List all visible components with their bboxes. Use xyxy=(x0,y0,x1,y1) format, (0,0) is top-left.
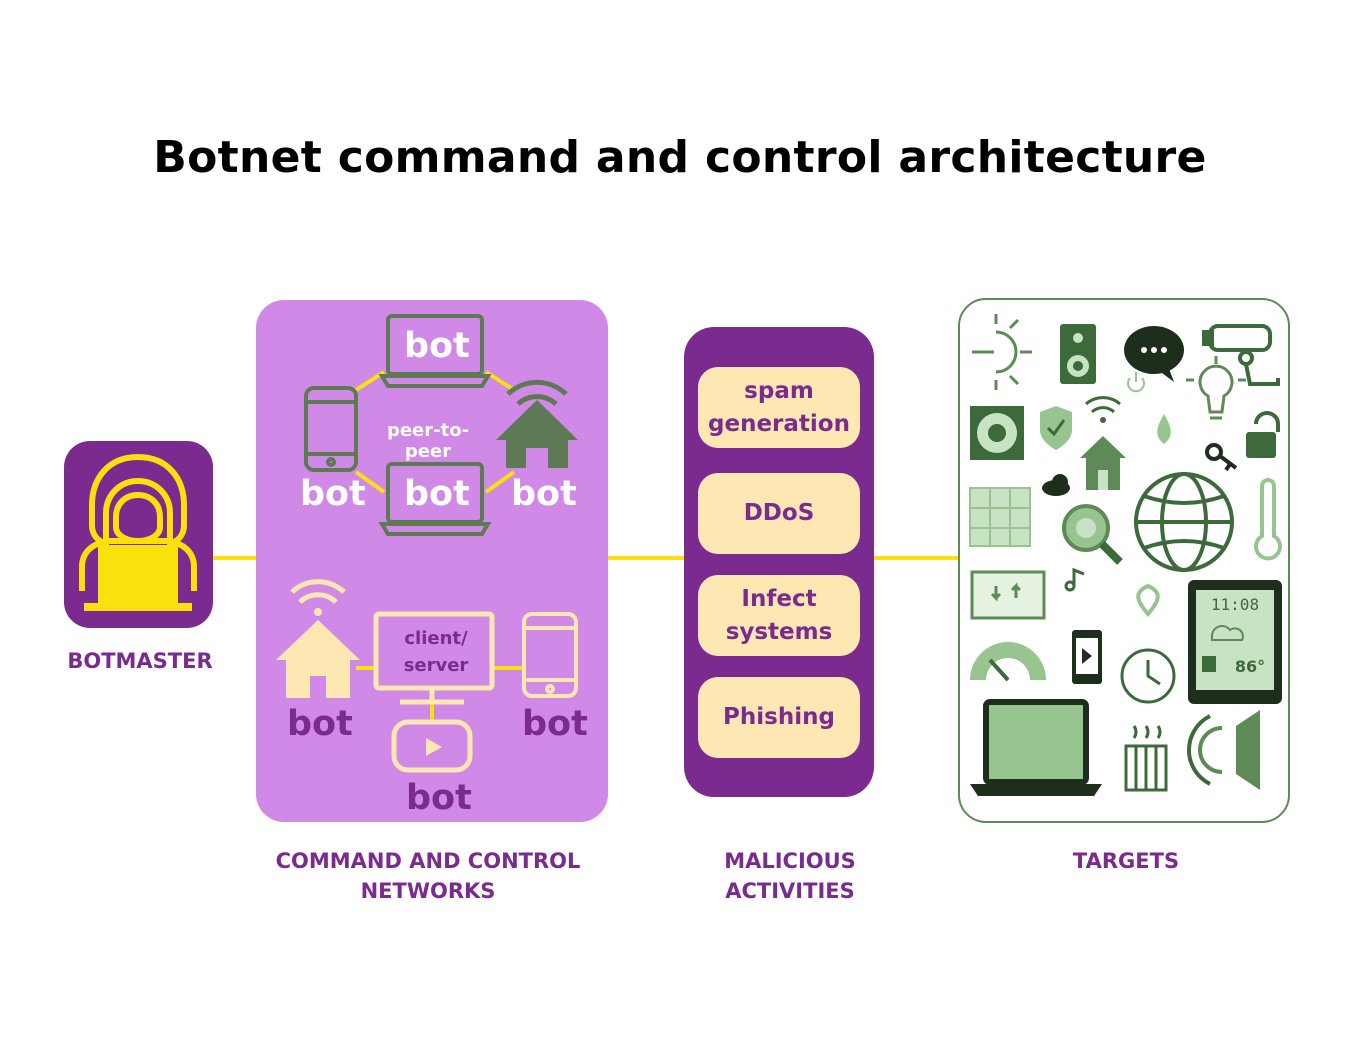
power-icon xyxy=(1127,372,1145,393)
media-phone-icon xyxy=(1072,630,1102,684)
globe-icon xyxy=(1134,472,1234,572)
thermostat-panel-icon xyxy=(970,570,1046,620)
tablet-cream-icon xyxy=(522,612,578,698)
laptop-top-icon xyxy=(378,314,492,388)
bot-label-middle: bot xyxy=(404,474,470,514)
wifi-home-icon xyxy=(1080,396,1126,490)
server-monitor-icon xyxy=(373,611,495,705)
radiator-icon xyxy=(1124,725,1168,792)
volume-speaker-icon xyxy=(1187,710,1260,790)
hacker-icon xyxy=(79,453,197,611)
key-icon xyxy=(1205,443,1238,472)
link-malicious-targets xyxy=(874,556,958,560)
activity-ddos: DDoS xyxy=(698,473,860,554)
activity-spam: spam generation xyxy=(698,367,860,448)
phone-left-icon xyxy=(304,386,358,472)
speaker-icon xyxy=(1060,324,1096,384)
bot-label-right: bot xyxy=(511,474,577,514)
targets-box: 11:08 86° xyxy=(958,298,1290,823)
light-bulb-icon xyxy=(1186,356,1246,420)
map-pin-icon xyxy=(1136,583,1160,618)
malicious-label: MALICIOUS ACTIVITIES xyxy=(724,849,856,903)
activity-infect: Infect systems xyxy=(698,575,860,656)
video-player-icon xyxy=(391,719,473,773)
chat-bubble-icon xyxy=(1124,326,1184,382)
water-drop-icon xyxy=(1157,414,1171,444)
cloud-icon xyxy=(1042,474,1070,496)
iot-devices-grid: 11:08 86° xyxy=(969,314,1282,796)
laptop-bottom-icon xyxy=(378,462,492,536)
house-cream-icon xyxy=(276,579,360,698)
thermometer-icon xyxy=(1254,478,1282,561)
house-wifi-icon xyxy=(496,379,578,468)
peer-to-peer-label: peer-to-peer xyxy=(386,420,470,462)
solar-panel-icon xyxy=(969,487,1031,547)
link-cnc-malicious xyxy=(608,556,684,560)
activity-phishing: Phishing xyxy=(698,677,860,758)
bot-label-left: bot xyxy=(300,474,366,514)
cnc-label: COMMAND AND CONTROL NETWORKS xyxy=(275,849,581,903)
weather-tablet-icon: 11:08 86° xyxy=(1188,580,1282,704)
music-note-icon xyxy=(1064,567,1085,592)
command-and-control-box: bot peer-to-peer bot bot bot client/ ser… xyxy=(256,300,608,822)
fan-icon xyxy=(970,406,1024,460)
page-title: Botnet command and control architecture xyxy=(153,132,1207,183)
camera-icon xyxy=(1202,324,1280,386)
botmaster-label: BOTMASTER xyxy=(67,649,213,673)
clock-readout: 11:08 xyxy=(1211,595,1259,614)
botmaster-box xyxy=(64,441,213,628)
client-server-links xyxy=(356,666,524,720)
bot-label-video: bot xyxy=(406,778,472,818)
bot-label-house: bot xyxy=(287,704,353,744)
network-diagram xyxy=(276,314,578,773)
malicious-activities-box: spam generation DDoS Infect systems Phis… xyxy=(684,327,874,797)
speedometer-icon xyxy=(970,642,1046,682)
client-server-label: client/ server xyxy=(403,628,469,676)
clock-icon xyxy=(1120,648,1176,704)
bot-label-tablet: bot xyxy=(522,704,588,744)
targets-label: TARGETS xyxy=(1072,849,1180,873)
temp-readout: 86° xyxy=(1235,657,1265,676)
link-botmaster-cnc xyxy=(213,556,256,560)
padlock-icon xyxy=(1246,411,1280,458)
magnifier-icon xyxy=(1062,504,1123,565)
shield-icon xyxy=(1040,406,1072,450)
sun-icon xyxy=(972,314,1032,390)
laptop-green-icon xyxy=(970,699,1102,796)
bot-label-top: bot xyxy=(404,326,470,366)
